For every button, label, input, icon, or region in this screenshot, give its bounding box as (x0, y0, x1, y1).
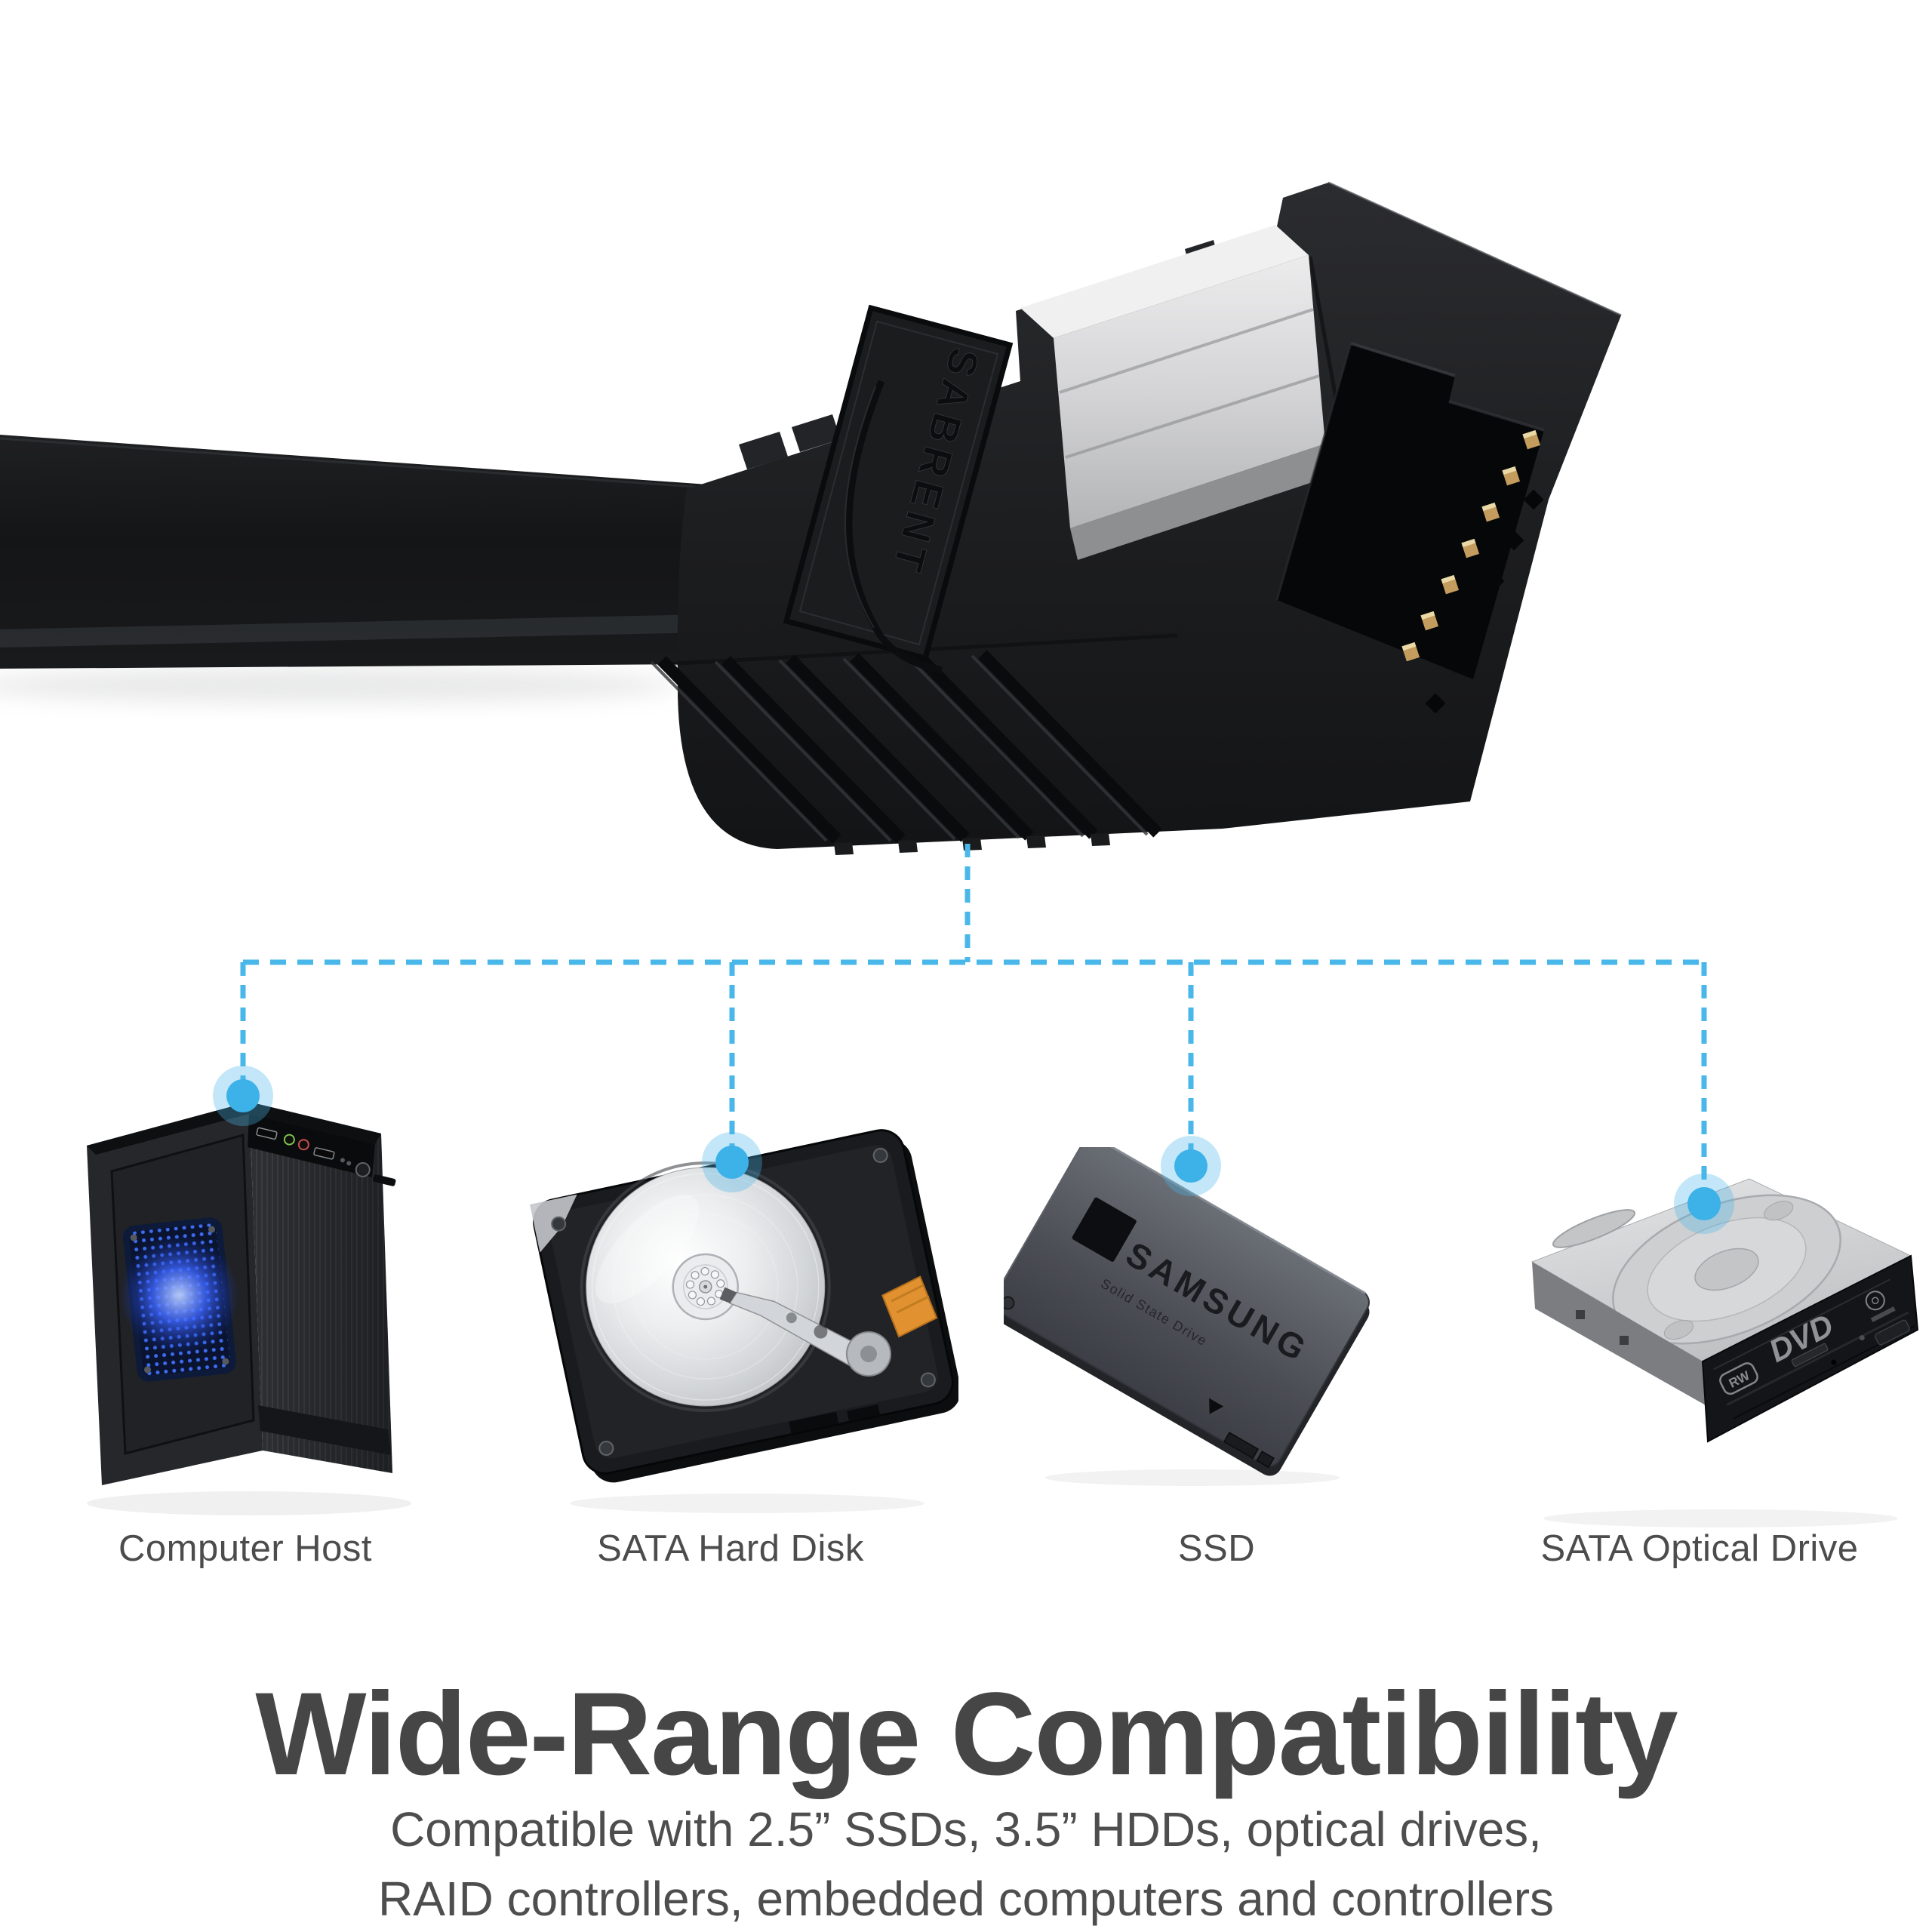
sata-connector-render: SABRENT (0, 181, 1622, 855)
disc-logo-icon (1865, 1291, 1885, 1311)
gold-pins (1401, 429, 1541, 662)
hdd-screws (551, 1147, 936, 1457)
opening-edge-1 (1350, 342, 1456, 377)
device-label-sata-optical-drive: SATA Optical Drive (1540, 1528, 1859, 1569)
hdd-body (529, 1129, 958, 1483)
sabrent-swoosh (845, 380, 943, 674)
sabrent-swoosh-highlight (844, 386, 876, 629)
opening-edge-2 (1448, 400, 1545, 432)
section-subtitle: Compatible with 2.5” SSDs, 3.5” HDDs, op… (0, 1795, 1932, 1932)
hdd-flex-cable (881, 1275, 938, 1338)
cable-shadow (0, 667, 679, 703)
host-front-shade (249, 1102, 392, 1473)
rib-feet (834, 833, 1110, 855)
odd-top-recess (1612, 1194, 1841, 1345)
computer-host-image (87, 1102, 411, 1515)
ssd-triangle-mark (1209, 1398, 1224, 1414)
ssd-image: SAMSUNG Solid State Drive (1004, 1147, 1370, 1486)
section-subtitle-line2: RAID controllers, embedded computers and… (377, 1872, 1555, 1926)
device-label-ssd: SSD (1177, 1528, 1256, 1569)
hdd-spindle-hub (672, 1253, 739, 1321)
eject-button (1874, 1319, 1910, 1346)
cable-top-edge (0, 437, 707, 489)
ssd-label-square (1072, 1197, 1137, 1262)
ssd-sata-connector (1223, 1432, 1260, 1460)
indicator-led (1859, 1335, 1865, 1341)
sata-optical-drive-image: RW DVD (1531, 1178, 1919, 1527)
section-title: Wide-Range Compatibility (255, 1669, 1678, 1800)
ssd-body: SAMSUNG Solid State Drive (1004, 1147, 1370, 1476)
odd-top-slot (1552, 1209, 1635, 1248)
ssd-reflection (1045, 1469, 1340, 1486)
hdd-power-tab (847, 1404, 881, 1422)
plug-top-edge-highlight (1327, 181, 1622, 317)
connector-opening (1277, 343, 1544, 679)
cable-bottom-sheen (0, 614, 708, 648)
device-label-computer-host: Computer Host (118, 1528, 373, 1569)
section-subtitle-line1: Compatible with 2.5” SSDs, 3.5” HDDs, op… (390, 1802, 1542, 1857)
emergency-hole (1831, 1359, 1837, 1365)
host-front-bottom-band (258, 1405, 391, 1455)
metal-latch-clip (1020, 225, 1333, 560)
odd-front-bezel (1701, 1254, 1919, 1443)
device-label-sata-hard-disk: SATA Hard Disk (597, 1528, 864, 1569)
host-led-grille (118, 1217, 240, 1382)
rw-badge (1719, 1362, 1758, 1395)
ssd-screw-hole (1004, 1296, 1015, 1310)
hdd-actuator-arm (719, 1287, 891, 1377)
odd-left-face (1532, 1262, 1706, 1405)
odd-bezel-details: RW DVD (1713, 1278, 1916, 1420)
opening-edge-3 (1275, 343, 1352, 601)
odd-reflection (1543, 1509, 1898, 1527)
sata-hard-disk-image (529, 1129, 958, 1513)
host-top-edge (87, 1102, 381, 1155)
odd-mount-hole (1576, 1310, 1585, 1319)
dvd-sub-badge (1791, 1343, 1829, 1367)
hdd-sata-tab (789, 1411, 839, 1434)
host-io-ports (256, 1127, 396, 1186)
host-reflection (87, 1491, 411, 1515)
hdd-reflection (570, 1494, 924, 1513)
flat-ribbon-cable (0, 435, 708, 669)
odd-mount-hole2 (1620, 1336, 1629, 1345)
logo-plate: SABRENT (783, 304, 1014, 674)
